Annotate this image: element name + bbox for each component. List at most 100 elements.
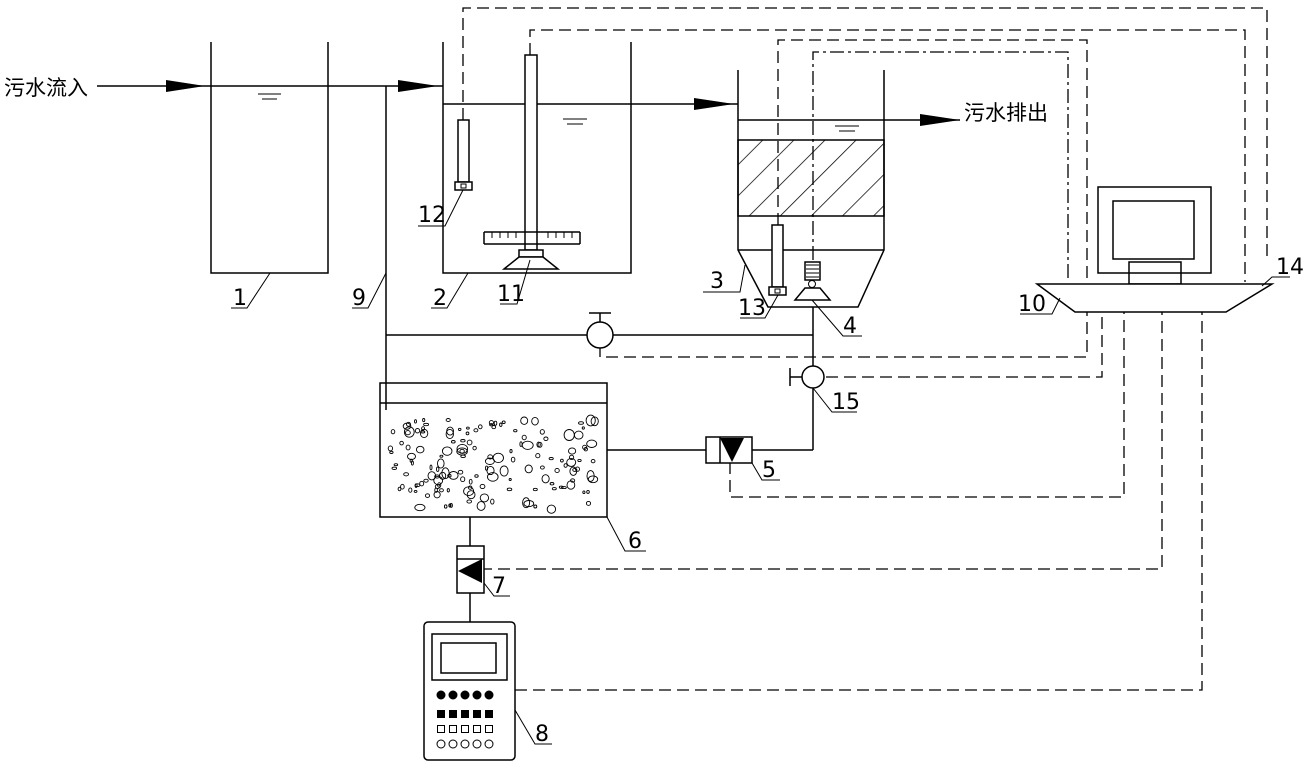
media-particle xyxy=(573,430,584,440)
computer-base-10 xyxy=(1034,283,1275,313)
controller-key[interactable] xyxy=(437,725,445,733)
signal-line-valve-15 xyxy=(826,312,1103,378)
media-particle xyxy=(577,458,582,463)
controller-keypad xyxy=(436,690,494,749)
controller-key[interactable] xyxy=(460,690,470,700)
media-particle xyxy=(449,502,453,508)
media-particle xyxy=(424,493,431,498)
controller-key[interactable] xyxy=(473,710,481,718)
media-particle xyxy=(391,466,398,470)
pump-5[interactable] xyxy=(705,436,753,464)
media-particle xyxy=(446,488,450,493)
media-particle xyxy=(389,450,394,454)
media-particle xyxy=(420,430,426,434)
media-particle xyxy=(490,498,495,505)
pipe-arrow-to-tank3 xyxy=(694,98,734,110)
media-particle xyxy=(566,457,577,467)
media-particle xyxy=(423,478,429,483)
controller-key[interactable] xyxy=(473,725,481,733)
label-14: 14 xyxy=(1276,255,1304,280)
media-particle xyxy=(558,485,564,489)
media-particle xyxy=(457,427,462,431)
media-particle xyxy=(491,425,497,430)
media-particle xyxy=(561,486,567,490)
media-particle xyxy=(489,423,494,427)
outflow-label: 污水排出 xyxy=(964,101,1048,125)
media-particle xyxy=(543,436,549,442)
return-valve[interactable] xyxy=(586,312,614,349)
controller-key[interactable] xyxy=(461,710,469,718)
tank-2 xyxy=(442,42,632,274)
controller-key[interactable] xyxy=(461,725,469,733)
controller-key[interactable] xyxy=(436,739,446,749)
media-particle xyxy=(466,439,473,446)
sensor-12 xyxy=(454,119,473,191)
signal-line-sensor-12 xyxy=(462,7,1268,258)
media-particle xyxy=(520,416,529,425)
media-particle xyxy=(387,445,394,452)
media-particle xyxy=(476,501,486,511)
media-particle xyxy=(590,458,596,464)
controller-key[interactable] xyxy=(448,739,458,749)
controller-key[interactable] xyxy=(448,690,458,700)
media-particle xyxy=(488,420,494,426)
media-particle xyxy=(429,464,433,471)
media-particle xyxy=(433,491,441,499)
tank-6 xyxy=(379,382,608,518)
media-particle xyxy=(582,490,586,494)
media-particle xyxy=(413,489,418,493)
media-particle xyxy=(585,500,592,506)
media-particle xyxy=(468,478,473,485)
media-particle xyxy=(501,420,506,424)
media-particle xyxy=(519,441,523,447)
tank-3 xyxy=(737,70,885,308)
media-particle xyxy=(445,418,451,422)
label-4: 4 xyxy=(843,314,857,339)
media-particle xyxy=(581,426,585,430)
media-particle xyxy=(540,465,545,470)
controller-key[interactable] xyxy=(449,725,457,733)
pump-7[interactable] xyxy=(456,545,485,594)
label-11: 11 xyxy=(497,282,525,307)
media-particle xyxy=(436,466,440,472)
controller-key[interactable] xyxy=(484,690,494,700)
media-particle xyxy=(402,422,412,430)
controller-key[interactable] xyxy=(472,690,482,700)
media-particle xyxy=(414,419,417,424)
media-particle xyxy=(508,478,512,481)
media-particle xyxy=(546,504,557,514)
sensor-13 xyxy=(768,224,787,296)
media-particle xyxy=(582,444,588,450)
controller-key[interactable] xyxy=(484,739,494,749)
media-particle xyxy=(403,426,415,438)
label-9: 9 xyxy=(352,286,366,311)
media-particle xyxy=(421,426,426,431)
aerator-4 xyxy=(793,261,832,301)
controller-key[interactable] xyxy=(437,710,445,718)
signal-line-sensor-13 xyxy=(777,39,1088,282)
media-particle xyxy=(523,500,535,508)
media-particle xyxy=(578,421,584,425)
label-15: 15 xyxy=(832,390,860,415)
label-8: 8 xyxy=(535,722,549,747)
media-particle xyxy=(560,458,564,463)
media-particle xyxy=(478,424,483,430)
controller-key[interactable] xyxy=(449,710,457,718)
media-particle xyxy=(548,457,554,461)
media-particle xyxy=(415,445,425,454)
media-particle xyxy=(437,482,442,488)
label-5: 5 xyxy=(762,458,776,483)
media-particle xyxy=(466,490,476,500)
signal-line-return-valve xyxy=(599,312,1088,358)
valve-15[interactable] xyxy=(789,365,825,389)
controller-key[interactable] xyxy=(472,739,482,749)
media-particle xyxy=(403,472,409,477)
controller-key[interactable] xyxy=(485,710,493,718)
label-7: 7 xyxy=(492,574,506,599)
controller-key[interactable] xyxy=(460,739,470,749)
controller-key[interactable] xyxy=(436,690,446,700)
media-particle xyxy=(414,428,421,434)
media-particle xyxy=(551,487,557,491)
controller-key[interactable] xyxy=(485,725,493,733)
